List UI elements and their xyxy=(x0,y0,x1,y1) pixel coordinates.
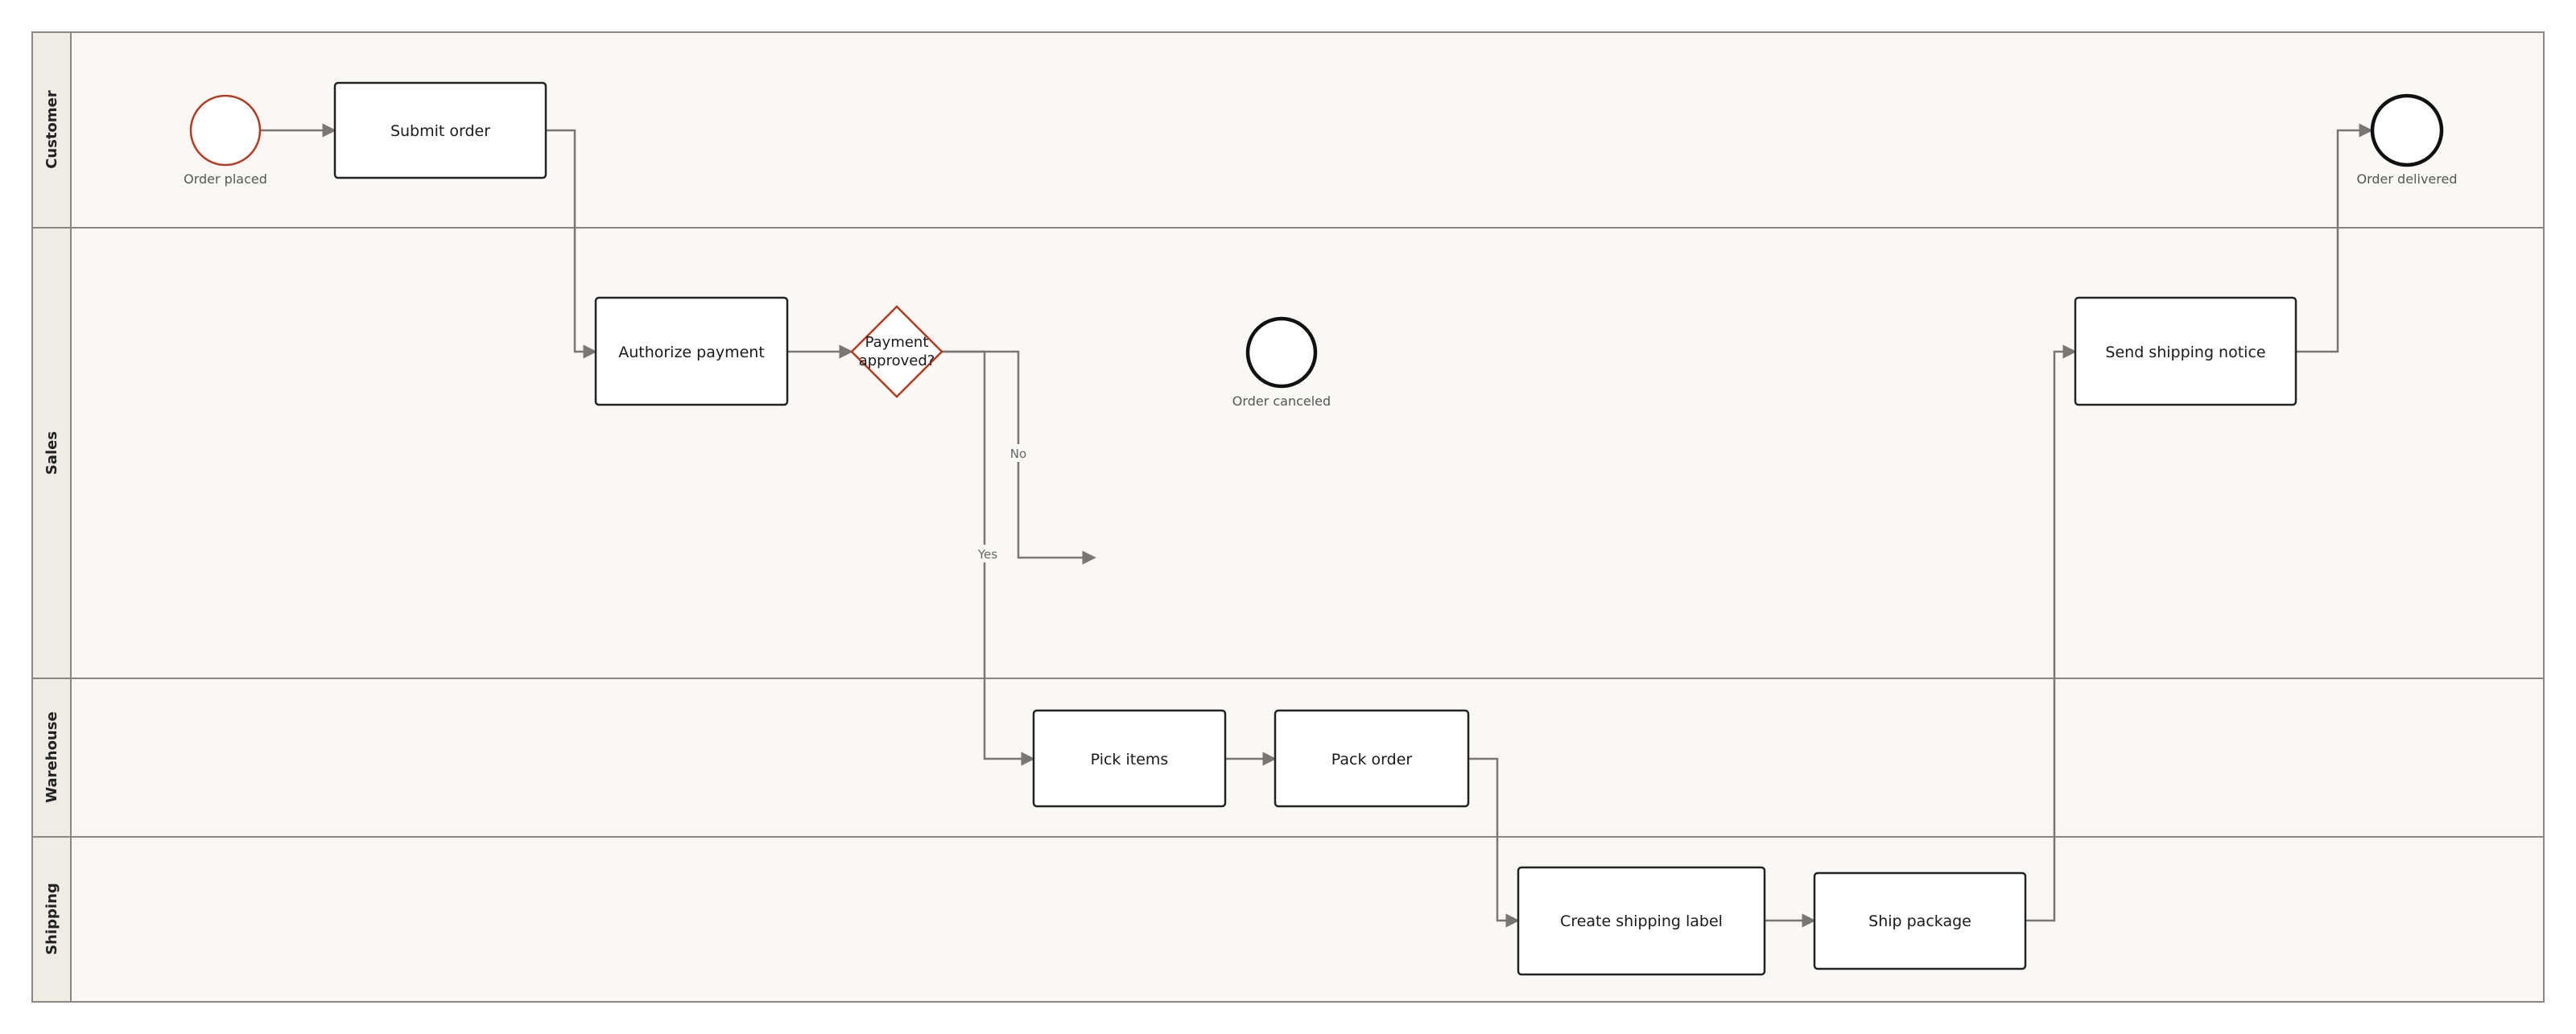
flow-ship-package-to-send-notice[interactable] xyxy=(2025,344,2077,922)
end-event-circle[interactable] xyxy=(1245,316,1318,389)
flow-label-yes-background xyxy=(971,545,998,562)
flow-label-no: No xyxy=(1010,447,1026,461)
end-event-label: Order delivered xyxy=(2357,171,2458,187)
task-pack-order[interactable]: Pack order xyxy=(1274,709,1470,808)
task-authorize-payment[interactable]: Authorize payment xyxy=(594,296,789,406)
task-submit-order[interactable]: Submit order xyxy=(333,81,547,179)
flow-send-notice-to-order-delivered[interactable] xyxy=(2296,123,2373,353)
lane-label-warehouse: Warehouse xyxy=(43,711,60,802)
task-label: Pack order xyxy=(1331,751,1413,768)
pool-border xyxy=(31,31,2545,1003)
end-event-order-delivered[interactable]: Order delivered xyxy=(2357,93,2458,187)
task-label: Create shipping label xyxy=(1560,912,1723,930)
task-box[interactable] xyxy=(1274,709,1470,808)
end-event-label: Order canceled xyxy=(1232,393,1331,409)
task-box[interactable] xyxy=(333,81,547,179)
task-send-shipping-notice[interactable]: Send shipping notice xyxy=(2074,296,2297,406)
task-box[interactable] xyxy=(1032,709,1227,808)
sequence-flows: No Yes xyxy=(261,123,2373,928)
gateway-payment-approved[interactable]: Payment approved? xyxy=(850,305,943,398)
flow-pack-order-to-create-shipping-label[interactable] xyxy=(1468,757,1520,928)
task-label: Submit order xyxy=(390,122,490,140)
gateway-label-line1: Payment xyxy=(865,334,929,351)
flow-label-no-background xyxy=(1006,444,1030,462)
lane-label-shipping: Shipping xyxy=(43,883,60,955)
lane-header-column xyxy=(31,31,72,1003)
start-event-label: Order placed xyxy=(184,171,267,187)
lane-label-customer: Customer xyxy=(43,90,60,169)
task-label: Ship package xyxy=(1868,912,1971,930)
lane-label-sales: Sales xyxy=(43,431,60,475)
start-event-circle[interactable] xyxy=(189,94,262,167)
pool: Customer Sales Warehouse Shipping xyxy=(31,31,2545,1003)
task-box[interactable] xyxy=(1813,871,2027,970)
gateway-diamond[interactable] xyxy=(850,305,943,398)
task-label: Authorize payment xyxy=(618,344,765,361)
task-pick-items[interactable]: Pick items xyxy=(1032,709,1227,808)
task-box[interactable] xyxy=(2074,296,2297,406)
end-event-circle[interactable] xyxy=(2370,93,2444,167)
task-box[interactable] xyxy=(1517,866,1766,976)
task-ship-package[interactable]: Ship package xyxy=(1813,871,2027,970)
flow-label-yes: Yes xyxy=(977,547,997,562)
task-box[interactable] xyxy=(594,296,789,406)
flow-submit-order-to-authorize-payment[interactable] xyxy=(546,129,597,359)
task-label: Send shipping notice xyxy=(2105,344,2265,361)
end-event-order-canceled[interactable]: Order canceled xyxy=(1232,316,1331,409)
gateway-label-line2: approved? xyxy=(859,352,935,369)
start-event-order-placed[interactable]: Order placed xyxy=(184,94,267,187)
task-create-shipping-label[interactable]: Create shipping label xyxy=(1517,866,1766,976)
task-label: Pick items xyxy=(1091,751,1169,768)
